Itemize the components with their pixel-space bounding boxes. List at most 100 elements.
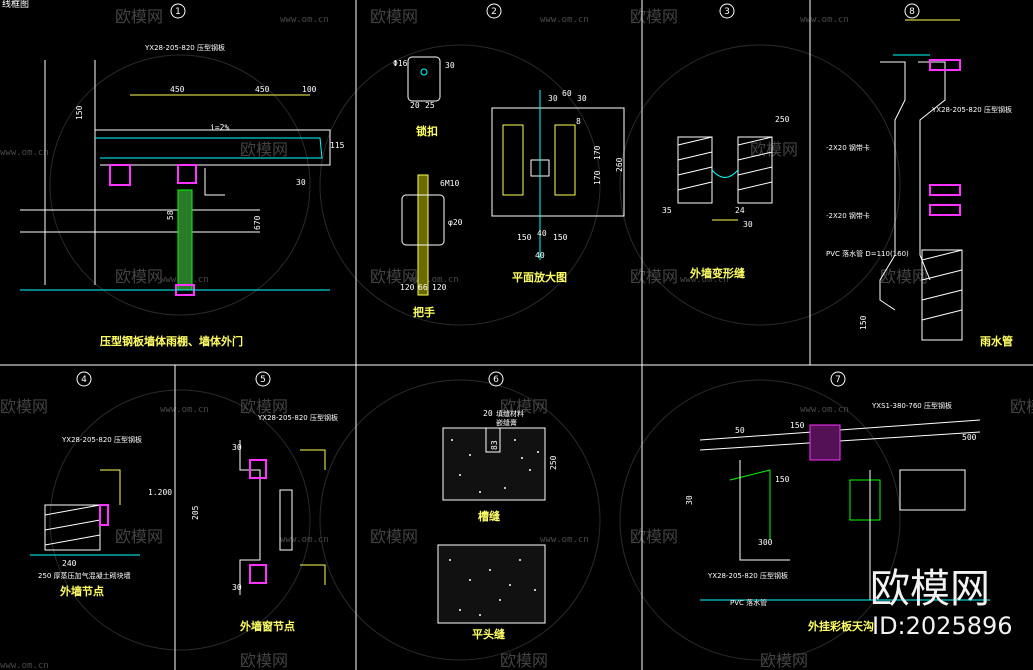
watermark-url: www.om.cn [800, 405, 849, 415]
dim-label: 24 [735, 206, 745, 215]
brand-overlay: 欧模网 ID:2025896 [870, 566, 1013, 640]
spec-label: YX28-205-820 压型钢板 [257, 413, 338, 422]
dim-label: 30 [743, 220, 753, 229]
dim-label: 150 [859, 315, 868, 330]
dim-label: 500 [962, 433, 977, 442]
watermark-text: 欧模网 [500, 397, 548, 416]
detail-number-circle [488, 371, 504, 387]
detail-number-circle [76, 371, 92, 387]
note-label: -2X20 钢带卡 [826, 211, 870, 220]
dim-label: 670 [253, 215, 262, 230]
panel-title: 外挂彩板天沟 [807, 619, 874, 633]
dim-label: 120 [432, 283, 447, 292]
slope-label: i=2% [210, 123, 229, 132]
detail-number-circle [904, 3, 920, 19]
spec-label: YX28-205-820 压型钢板 [144, 43, 225, 52]
dim-label: 60 [562, 89, 572, 98]
dim-label: φ20 [448, 218, 463, 227]
dim-label: 150 [553, 233, 568, 242]
watermark-text: 欧模网 [630, 7, 678, 26]
panel-title: 外墙节点 [59, 584, 104, 598]
watermark-text: 欧模网 [115, 7, 163, 26]
dim-label: Φ16 [393, 59, 408, 68]
dim-label: 25 [425, 101, 435, 110]
dim-label: 35 [662, 206, 672, 215]
dim-label: 40 [535, 251, 545, 260]
detail-number-circle [255, 371, 271, 387]
detail-number: 1 [175, 7, 181, 17]
watermark-url: www.om.cn [540, 535, 589, 545]
dim-label: 40 [537, 229, 547, 238]
spec-label: YX28-205-820 压型钢板 [931, 105, 1012, 114]
detail-number: 2 [491, 7, 497, 17]
panel-4-wall-node: 4 YX28-205-820 压型钢板 1.200 240 250 厚蒸压加气混… [30, 371, 172, 598]
watermark-url: www.om.cn [280, 535, 329, 545]
dim-label: 120 [400, 283, 415, 292]
watermark-url: www.om.cn [0, 148, 49, 158]
watermark-text: 欧模网 [240, 140, 288, 159]
dim-label: 20 [410, 101, 420, 110]
dim-label: 150 [517, 233, 532, 242]
detail-number: 8 [909, 7, 915, 17]
detail-number-circle [170, 3, 186, 19]
dim-label: 450 [170, 85, 185, 94]
watermark-text: 欧模网 [370, 7, 418, 26]
dim-label: 30 [685, 495, 694, 505]
detail-number-circle [830, 371, 846, 387]
dim-label: 30 [548, 94, 558, 103]
panel-title: 外墙变形缝 [689, 266, 745, 280]
watermark-text: 欧模网 [370, 267, 418, 286]
watermark-text: 欧模网 [115, 267, 163, 286]
panel-3-expansion-joint: 3 250 35 24 30 外墙变形缝 [662, 3, 790, 280]
watermark-url: www.om.cn [680, 275, 729, 285]
dim-label: 1.200 [148, 488, 172, 497]
note-label: 250 厚蒸压加气混凝土砌块墙 [38, 571, 131, 580]
dim-label: 8 [576, 117, 581, 126]
dim-label: 50 [735, 426, 745, 435]
panel-2-plan-enlarged: 2 Φ16 30 20 25 锁扣 6M10 φ20 120 66 120 把手… [393, 3, 625, 319]
dim-label: 450 [255, 85, 270, 94]
sub-title: 锁扣 [416, 124, 438, 138]
dim-label: 170 [593, 170, 602, 185]
note-label: -2X20 钢带卡 [826, 143, 870, 152]
note-label: 嵌缝膏 [496, 418, 517, 427]
detail-number-circle [719, 3, 735, 19]
watermark-text: 欧模网 [760, 651, 808, 670]
dim-label: 250 [549, 455, 558, 470]
watermark-url: www.om.cn [410, 275, 459, 285]
panel-7-gutter: 7 YXS1-380-760 压型钢板 YX28-205-820 压型钢板 PV… [685, 371, 990, 633]
watermark-text: 欧模网 [750, 140, 798, 159]
dim-label: 6M10 [440, 179, 459, 188]
dim-label: 30 [445, 61, 455, 70]
dim-label: 300 [758, 538, 773, 547]
panel-title: 平头缝 [472, 627, 505, 641]
watermark-text: 欧模网 [1010, 397, 1033, 416]
dim-label: 150 [775, 475, 790, 484]
dim-label: 100 [302, 85, 317, 94]
watermark-text: 欧模网 [500, 651, 548, 670]
watermark-url: www.om.cn [160, 405, 209, 415]
watermark-text: 欧模网 [115, 527, 163, 546]
panel-title: 压型钢板墙体雨棚、墙体外门 [100, 334, 243, 348]
brand-logo: 欧模网 [870, 566, 990, 612]
watermark-url: www.om.cn [540, 15, 589, 25]
panel-8-downpipe: 8 YX28-205-820 压型钢板 -2X20 钢带卡 -2X20 钢带卡 … [826, 3, 1013, 348]
dim-label: 115 [330, 141, 345, 150]
watermark-text: 欧模网 [370, 527, 418, 546]
dim-label: 205 [191, 505, 200, 520]
dim-label: 83 [490, 440, 499, 450]
dim-label: 150 [75, 105, 84, 120]
watermark-text: 欧模网 [240, 651, 288, 670]
dim-label: 58 [166, 210, 175, 220]
dim-label: 170 [593, 145, 602, 160]
watermark-url: www.om.cn [0, 661, 49, 670]
detail-number: 5 [260, 375, 266, 385]
panel-5-window-node: 5 YX28-205-820 压型钢板 30 205 30 外墙窗节点 [191, 371, 338, 633]
watermark-text: 欧模网 [630, 267, 678, 286]
corner-label: 线框图 [2, 0, 29, 10]
watermark-url: www.om.cn [280, 15, 329, 25]
watermark-text: 欧模网 [880, 267, 928, 286]
dim-label: 30 [232, 443, 242, 452]
sub-title: 把手 [413, 305, 435, 319]
